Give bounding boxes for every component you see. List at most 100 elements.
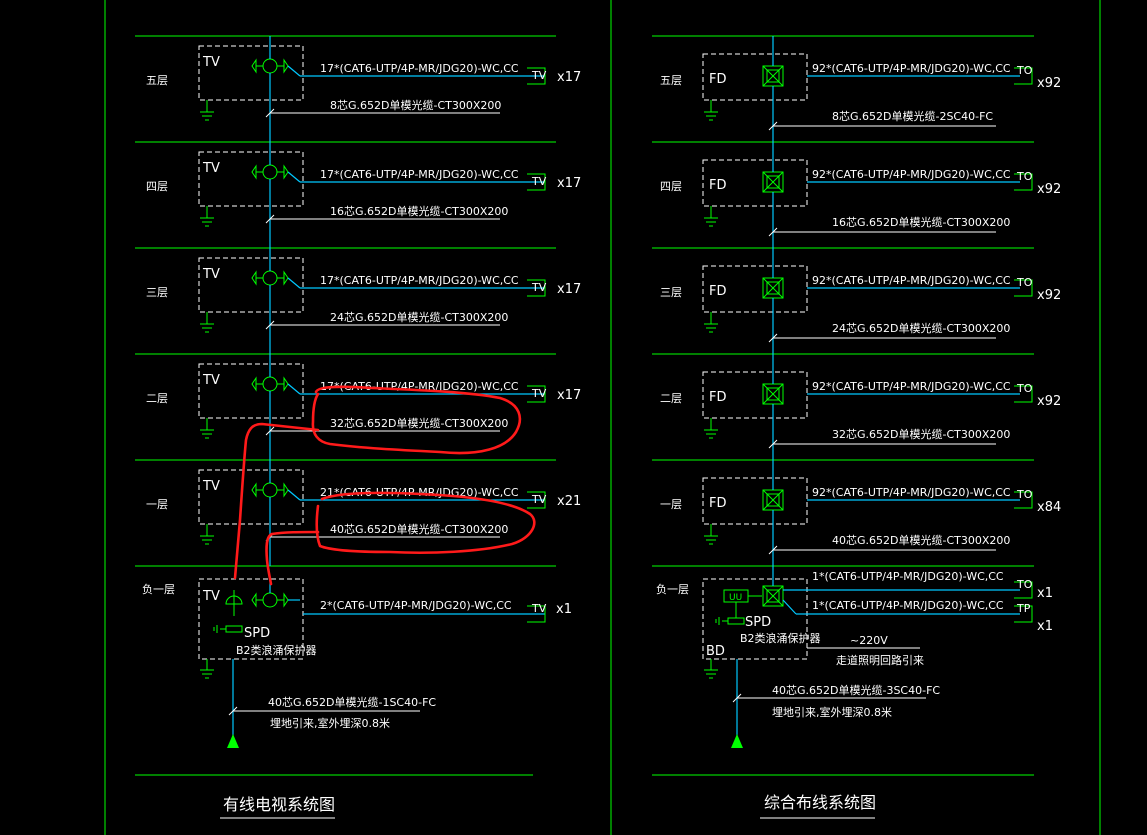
ground-icon	[704, 100, 718, 121]
spd-note: B2类浪涌保护器	[236, 643, 317, 657]
box-label: FD	[709, 72, 727, 87]
outlet-count: x92	[1037, 76, 1061, 91]
box-label: TV	[202, 373, 220, 388]
outlet-label: TO	[1016, 276, 1033, 289]
outlet-label: TV	[531, 602, 547, 615]
patch-panel-icon	[762, 277, 784, 299]
splitter-icon	[251, 270, 289, 286]
floor-label: 四层	[146, 180, 168, 193]
floor-label: 五层	[146, 74, 168, 87]
tv-equipment-box[interactable]	[198, 578, 304, 660]
outlet-count: x84	[1037, 500, 1061, 515]
outlet-label: TO	[1016, 488, 1033, 501]
box-label: TV	[202, 479, 220, 494]
riser-spec: 8芯G.652D单模光缆-CT300X200	[330, 98, 501, 112]
riser-spec: 8芯G.652D单模光缆-2SC40-FC	[832, 109, 993, 123]
splitter-icon	[251, 164, 289, 180]
riser-spec: 40芯G.652D单模光缆-CT300X200	[330, 522, 508, 536]
floor-label: 负一层	[142, 582, 175, 596]
floor-label: 一层	[660, 498, 682, 511]
ground-icon	[200, 659, 214, 679]
tv-equipment-box[interactable]	[198, 257, 304, 313]
cable-spec: 92*(CAT6-UTP/4P-MR/JDG20)-WC,CC	[812, 168, 1011, 181]
riser-spec: 32芯G.652D单模光缆-CT300X200	[832, 427, 1010, 441]
cable-spec: 17*(CAT6-UTP/4P-MR/JDG20)-WC,CC	[320, 274, 519, 287]
ground-icon	[704, 659, 718, 679]
ground-icon	[704, 524, 718, 545]
outlet-count: x92	[1037, 394, 1061, 409]
outlet-label: TV	[531, 493, 547, 506]
box-label: TV	[202, 267, 220, 282]
outlet-label: TO	[1016, 170, 1033, 183]
incoming-arrow-icon	[731, 734, 743, 748]
tv-equipment-box[interactable]	[198, 469, 304, 525]
incoming-note: 埋地引来,室外埋深0.8米	[270, 716, 390, 730]
ground-icon	[200, 524, 214, 545]
box-label: FD	[709, 284, 727, 299]
outlet-count: x17	[557, 70, 581, 85]
amplifier-icon	[213, 590, 243, 633]
left-floor-lines	[135, 35, 556, 776]
patch-panel-icon	[762, 171, 784, 193]
box-label: FD	[709, 178, 727, 193]
box-label: FD	[709, 496, 727, 511]
fd-equipment-box[interactable]	[702, 159, 808, 207]
outlet-label: TO	[1016, 382, 1033, 395]
patch-panel-icon	[762, 383, 784, 405]
floor-label: 四层	[660, 180, 682, 193]
bd-equipment-box[interactable]	[702, 578, 808, 660]
power-label: ~220V	[850, 634, 888, 647]
ground-icon	[200, 312, 214, 333]
outlet-count-2: x1	[1037, 619, 1053, 634]
outlet-label: TO	[1016, 64, 1033, 77]
incoming-spec: 40芯G.652D单模光缆-3SC40-FC	[772, 683, 940, 697]
patch-panel-icon	[762, 585, 784, 607]
outlet-label: TV	[531, 175, 547, 188]
cable-spec: 17*(CAT6-UTP/4P-MR/JDG20)-WC,CC	[320, 62, 519, 75]
riser-spec: 32芯G.652D单模光缆-CT300X200	[330, 416, 508, 430]
floor-label: 二层	[660, 392, 682, 405]
outlet-count: x92	[1037, 288, 1061, 303]
riser-spec: 24芯G.652D单模光缆-CT300X200	[832, 321, 1010, 335]
right-diagram-title: 综合布线系统图	[764, 793, 876, 812]
fd-equipment-box[interactable]	[702, 53, 808, 101]
outlet-count: x17	[557, 176, 581, 191]
right-floor-lines	[652, 35, 1034, 776]
incoming-note: 埋地引来,室外埋深0.8米	[772, 705, 892, 719]
fd-equipment-box[interactable]	[702, 371, 808, 419]
right-basement: 负一层 BD UU SPD B2类浪涌保护器 1*(CAT6-UTP/4P-MR…	[656, 566, 1053, 819]
cable-spec-2: 1*(CAT6-UTP/4P-MR/JDG20)-WC,CC	[812, 599, 1004, 612]
cable-spec: 92*(CAT6-UTP/4P-MR/JDG20)-WC,CC	[812, 62, 1011, 75]
spd-note: B2类浪涌保护器	[740, 631, 821, 645]
tv-equipment-box[interactable]	[198, 45, 304, 101]
splitter-icon	[251, 58, 289, 74]
box-label: TV	[202, 55, 220, 70]
cable-spec: 2*(CAT6-UTP/4P-MR/JDG20)-WC,CC	[320, 599, 512, 612]
cable-spec: 1*(CAT6-UTP/4P-MR/JDG20)-WC,CC	[812, 570, 1004, 583]
outlet-label: TO	[1016, 578, 1033, 591]
power-note: 走道照明回路引来	[836, 653, 924, 667]
cable-spec: 17*(CAT6-UTP/4P-MR/JDG20)-WC,CC	[320, 380, 519, 393]
outlet-count: x1	[556, 602, 572, 617]
fd-equipment-box[interactable]	[702, 477, 808, 525]
riser-spec: 16芯G.652D单模光缆-CT300X200	[330, 204, 508, 218]
riser-spec: 40芯G.652D单模光缆-CT300X200	[832, 533, 1010, 547]
ground-icon	[704, 312, 718, 333]
outlet-label: TV	[531, 281, 547, 294]
riser-spec: 16芯G.652D单模光缆-CT300X200	[832, 215, 1010, 229]
ground-icon	[200, 100, 214, 121]
tv-equipment-box[interactable]	[198, 363, 304, 419]
fd-equipment-box[interactable]	[702, 265, 808, 313]
tv-equipment-box[interactable]	[198, 151, 304, 207]
incoming-arrow-icon	[227, 734, 239, 748]
riser-spec: 24芯G.652D单模光缆-CT300X200	[330, 310, 508, 324]
